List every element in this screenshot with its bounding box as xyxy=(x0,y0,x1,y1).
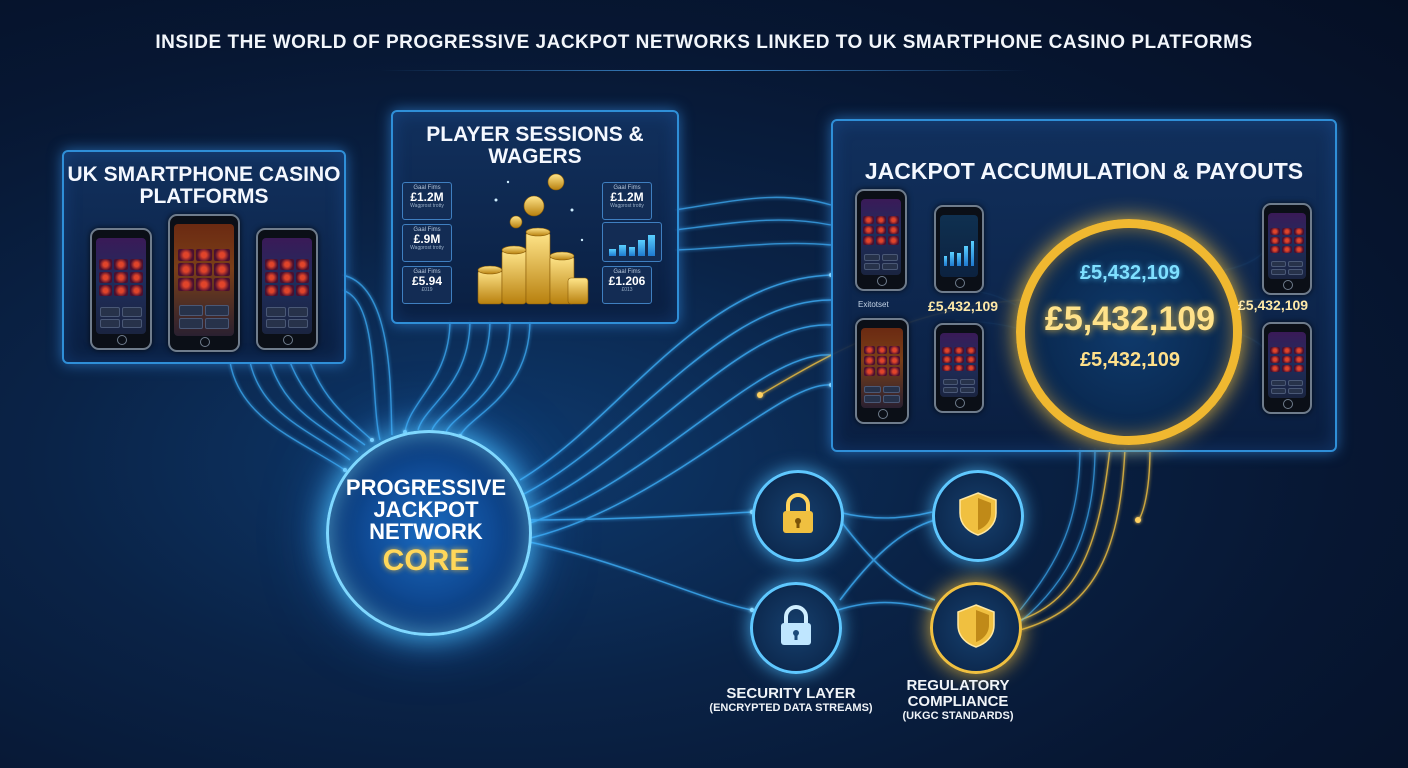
flow-lines-mid xyxy=(404,196,832,437)
smartphone-left xyxy=(90,228,152,350)
compliance-title: REGULATORY COMPLIANCE xyxy=(906,677,1010,710)
smartphone-jackpot-4 xyxy=(934,323,984,413)
security-title: SECURITY LAYER xyxy=(726,685,856,702)
jackpot-value-top: £5,432,109 xyxy=(1079,262,1181,284)
wager-tile: Gaal Fims£1.206£013 xyxy=(602,266,652,304)
lock-icon xyxy=(781,605,811,645)
jackpot-side-value-left: £5,432,109 xyxy=(928,298,999,314)
page-title: INSIDE THE WORLD OF PROGRESSIVE JACKPOT … xyxy=(155,32,1253,53)
core-title: PROGRESSIVE JACKPOT NETWORK xyxy=(345,475,507,544)
compliance-node xyxy=(930,582,1022,674)
jackpot-meter-ring xyxy=(1016,219,1242,445)
core-highlight: CORE xyxy=(382,544,470,577)
platforms-panel: UK SMARTPHONE CASINO PLATFORMS xyxy=(62,150,346,364)
shield-icon xyxy=(957,604,995,648)
shield-icon xyxy=(959,492,997,536)
security-caption: SECURITY LAYER (ENCRYPTED DATA STREAMS) xyxy=(686,686,896,715)
platforms-panel-title: UK SMARTPHONE CASINO PLATFORMS xyxy=(67,163,341,209)
wager-tile: Gaal Fims£5.94£019 xyxy=(402,266,452,304)
compliance-caption: REGULATORY COMPLIANCE (UKGC STANDARDS) xyxy=(888,678,1028,723)
jackpot-panel-title: JACKPOT ACCUMULATION & PAYOUTS xyxy=(864,158,1304,184)
smartphone-jackpot-3 xyxy=(855,318,909,424)
lock-icon xyxy=(783,493,813,533)
phone-caption: Exitotset xyxy=(858,300,889,309)
smartphone-right xyxy=(256,228,318,350)
smartphone-jackpot-1 xyxy=(855,189,907,291)
security-node-top xyxy=(752,470,844,562)
title-divider xyxy=(380,70,1028,71)
network-core-orb xyxy=(326,430,532,636)
smartphone-jackpot-6 xyxy=(1262,322,1312,414)
sessions-panel-title: PLAYER SESSIONS & WAGERS xyxy=(426,123,644,169)
wager-trend-tile xyxy=(602,222,662,262)
smartphone-center xyxy=(168,214,240,352)
jackpot-value-bottom: £5,432,109 xyxy=(1079,349,1181,371)
security-node xyxy=(750,582,842,674)
gold-nodes xyxy=(757,392,1141,523)
compliance-subtitle: (UKGC STANDARDS) xyxy=(902,709,1014,722)
compliance-node-top xyxy=(932,470,1024,562)
smartphone-jackpot-5 xyxy=(1262,203,1312,295)
gold-coins-icon xyxy=(477,173,589,305)
jackpot-value-main: £5,432,109 xyxy=(1044,300,1216,338)
jackpot-side-value-right: £5,432,109 xyxy=(1238,297,1309,313)
security-subtitle: (ENCRYPTED DATA STREAMS) xyxy=(709,701,873,714)
flow-lines-core-right xyxy=(519,274,936,611)
smartphone-jackpot-2 xyxy=(934,205,984,293)
flow-lines-left xyxy=(229,274,393,471)
